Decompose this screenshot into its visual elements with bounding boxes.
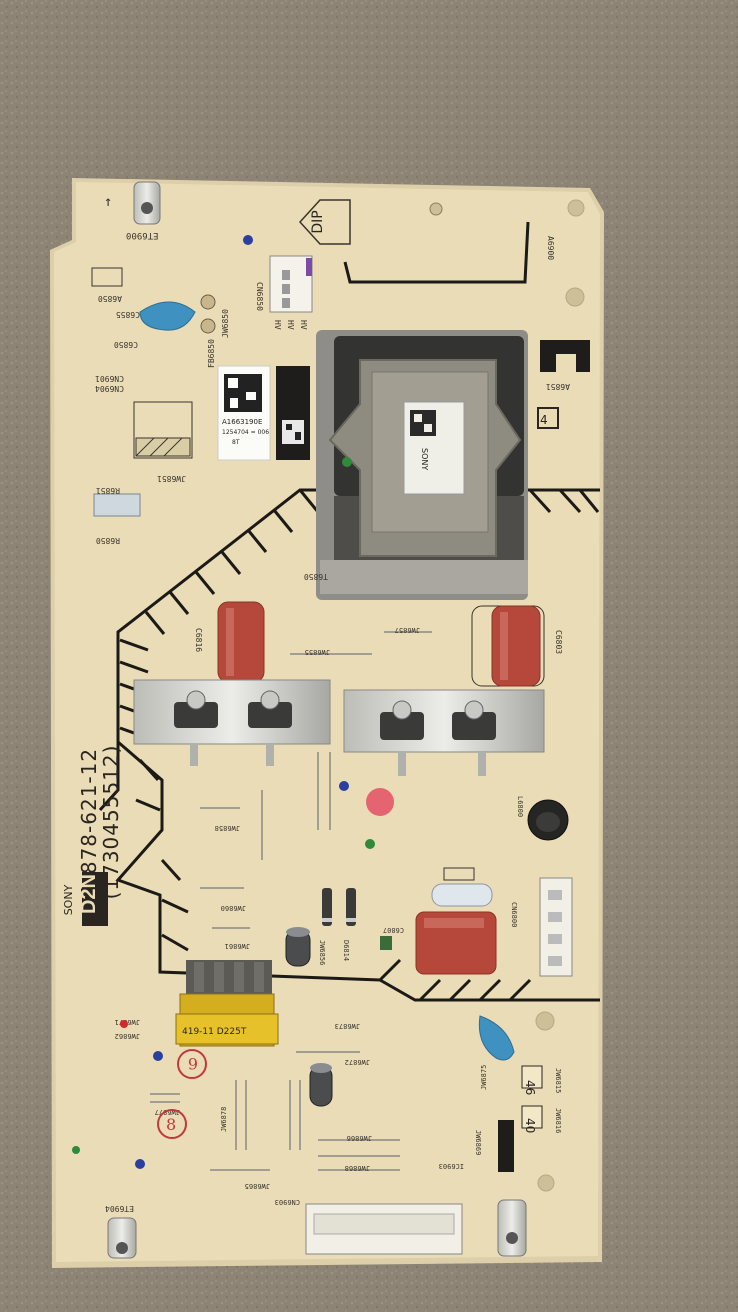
svg-text:1-878-621-12: 1-878-621-12 (77, 748, 101, 896)
svg-text:↑: ↑ (104, 194, 112, 210)
svg-text:C6803: C6803 (554, 630, 563, 654)
svg-text:JW6877: JW6877 (155, 1108, 180, 1116)
svg-text:A6850: A6850 (98, 294, 122, 303)
svg-text:ET6904: ET6904 (105, 1204, 134, 1213)
svg-text:HV: HV (286, 320, 295, 330)
ground-tab-top: ET6900 ↑ (104, 181, 161, 240)
electrolytic-capacitors (285, 927, 333, 1107)
jumper-labels: JW6855 JW6857 JW6858 JW6860 JW6861 JW686… (115, 626, 488, 1190)
svg-text:A6851: A6851 (546, 382, 570, 391)
svg-text:HV: HV (299, 320, 308, 330)
svg-text:JW6862: JW6862 (115, 1032, 140, 1040)
svg-text:JW6868: JW6868 (345, 1164, 370, 1172)
svg-text:46: 46 (523, 1080, 537, 1095)
svg-text:JW6875: JW6875 (480, 1065, 488, 1090)
bracket-a6851: A6851 4 (537, 340, 590, 429)
connector-cn6800: CN6800 (510, 877, 573, 977)
svg-text:6: 6 (188, 1054, 198, 1073)
svg-text:T6850: T6850 (304, 572, 328, 581)
barcode-sticker: A1663190E 1254704 = 006 8T (217, 365, 271, 461)
marker-dots (72, 235, 375, 1169)
ground-tab-bottom-left: ET6904 (105, 1204, 137, 1259)
svg-text:DIP: DIP (310, 210, 326, 233)
svg-text:JW6857: JW6857 (395, 626, 420, 634)
handwritten-marks: 6 8 (157, 788, 394, 1139)
dip-marker: DIP (298, 199, 351, 245)
svg-text:JW6861: JW6861 (225, 942, 250, 950)
svg-text:R6851: R6851 (96, 486, 120, 495)
qr-sticker (276, 366, 310, 460)
svg-text:JW6850: JW6850 (221, 309, 230, 338)
jumper-wires (150, 631, 432, 1171)
svg-text:CN6850: CN6850 (255, 282, 264, 311)
upper-left-components: A6850 C6855 C6850 JW6850 FB6850 CN6901 C… (91, 267, 230, 545)
svg-text:JW6816: JW6816 (554, 1108, 562, 1133)
svg-text:CN6901: CN6901 (95, 374, 124, 383)
svg-text:JW6860: JW6860 (221, 904, 246, 912)
svg-text:JW6856: JW6856 (318, 940, 326, 965)
svg-text:JW6855: JW6855 (305, 648, 330, 656)
svg-text:JW6878: JW6878 (220, 1107, 228, 1132)
svg-text:C6850: C6850 (114, 340, 138, 349)
svg-text:IC6903: IC6903 (439, 1162, 464, 1170)
svg-text:CN6800: CN6800 (510, 902, 518, 927)
heatsink-right (343, 689, 545, 776)
fuse-and-small-parts: C6807 (380, 867, 497, 975)
ground-tab-bottom-right (497, 1199, 527, 1257)
inductor-l6800: L6800 (516, 796, 569, 841)
svg-text:CN6904: CN6904 (95, 384, 124, 393)
svg-text:R6850: R6850 (96, 536, 120, 545)
svg-text:40: 40 (523, 1118, 537, 1133)
small-transformer: 419-11 D225T (175, 960, 279, 1047)
svg-text:FB6850: FB6850 (207, 339, 216, 368)
svg-text:CN6903: CN6903 (275, 1198, 300, 1206)
svg-text:ET6900: ET6900 (126, 230, 159, 240)
heatsink-left (133, 679, 331, 766)
flyback-transformer: SONY T6850 (304, 330, 528, 600)
svg-text:D6814: D6814 (342, 940, 350, 961)
trace-hatching (119, 488, 600, 1002)
board-markings: 1-878-621-12 (1730455512) D2N SONY A6900 (62, 236, 555, 926)
svg-text:C6855: C6855 (116, 310, 140, 319)
svg-text:JW6815: JW6815 (554, 1068, 562, 1093)
svg-text:8: 8 (166, 1115, 176, 1134)
svg-text:419-11 D225T: 419-11 D225T (182, 1027, 247, 1037)
diodes: JW6856 D6814 (318, 888, 356, 965)
svg-text:L6800: L6800 (516, 796, 524, 817)
trace-lines (98, 221, 600, 1002)
svg-text:JW6869: JW6869 (474, 1130, 482, 1155)
svg-text:JW6858: JW6858 (215, 824, 240, 832)
svg-text:1254704 = 006: 1254704 = 006 (222, 429, 269, 436)
connector-cn6850: CN6850 HV HV HV (255, 255, 313, 330)
svg-text:C6816: C6816 (194, 628, 203, 652)
blue-capacitor (478, 1015, 515, 1061)
capacitor-c6803: C6803 (471, 605, 563, 687)
svg-text:SONY: SONY (420, 448, 429, 470)
connector-cn6903: CN6903 (275, 1198, 463, 1255)
svg-text:JW6851: JW6851 (157, 474, 186, 483)
svg-text:4: 4 (540, 413, 548, 427)
svg-text:HV: HV (273, 320, 282, 330)
svg-text:A6900: A6900 (546, 236, 555, 260)
svg-text:8T: 8T (232, 439, 240, 446)
svg-text:JW6872: JW6872 (345, 1058, 370, 1066)
svg-text:SONY: SONY (62, 884, 75, 915)
svg-text:JW6873: JW6873 (335, 1022, 360, 1030)
svg-text:JW6866: JW6866 (347, 1134, 372, 1142)
svg-text:D2N: D2N (78, 874, 100, 914)
voltage-marks: 46 40 JW6815 JW6816 IC6903 (439, 1065, 562, 1172)
svg-text:A1663190E: A1663190E (222, 418, 262, 426)
svg-text:C6807: C6807 (383, 926, 404, 934)
svg-text:JW6865: JW6865 (245, 1182, 270, 1190)
